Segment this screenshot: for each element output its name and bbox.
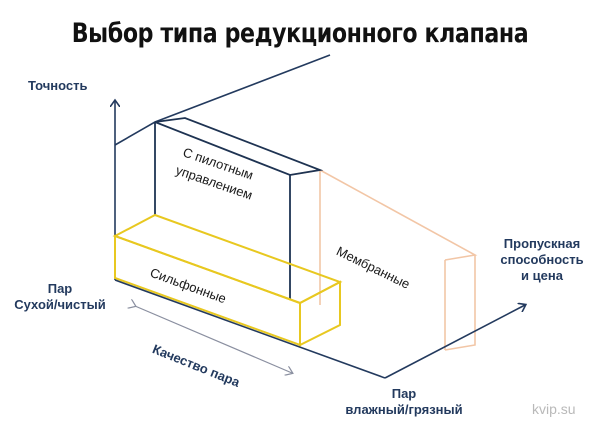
x-right-label-1: Пар <box>392 386 417 401</box>
x-right-label-2: влажный/грязный <box>345 402 462 417</box>
quality-arrow <box>135 306 292 373</box>
bellows-label: Сильфонные <box>148 265 228 306</box>
pilot-box <box>154 117 324 300</box>
z-label-1: Пропускная <box>504 236 580 251</box>
x-left-label-2: Сухой/чистый <box>14 297 105 312</box>
bellows-box <box>112 213 343 347</box>
z-label-3: и цена <box>521 268 564 283</box>
x-axis <box>114 279 386 379</box>
page-title: Выбор типа редукционного клапана <box>71 18 529 49</box>
x-left-label-1: Пар <box>48 281 73 296</box>
z-axis <box>384 305 525 379</box>
membrane-box <box>289 169 478 351</box>
membrane-label: Мембранные <box>334 243 412 291</box>
watermark: kvip.su <box>532 401 576 417</box>
quality-label: Качество пара <box>150 341 242 390</box>
z-label-2: способность <box>500 252 583 267</box>
y-axis-label: Точность <box>28 78 88 93</box>
